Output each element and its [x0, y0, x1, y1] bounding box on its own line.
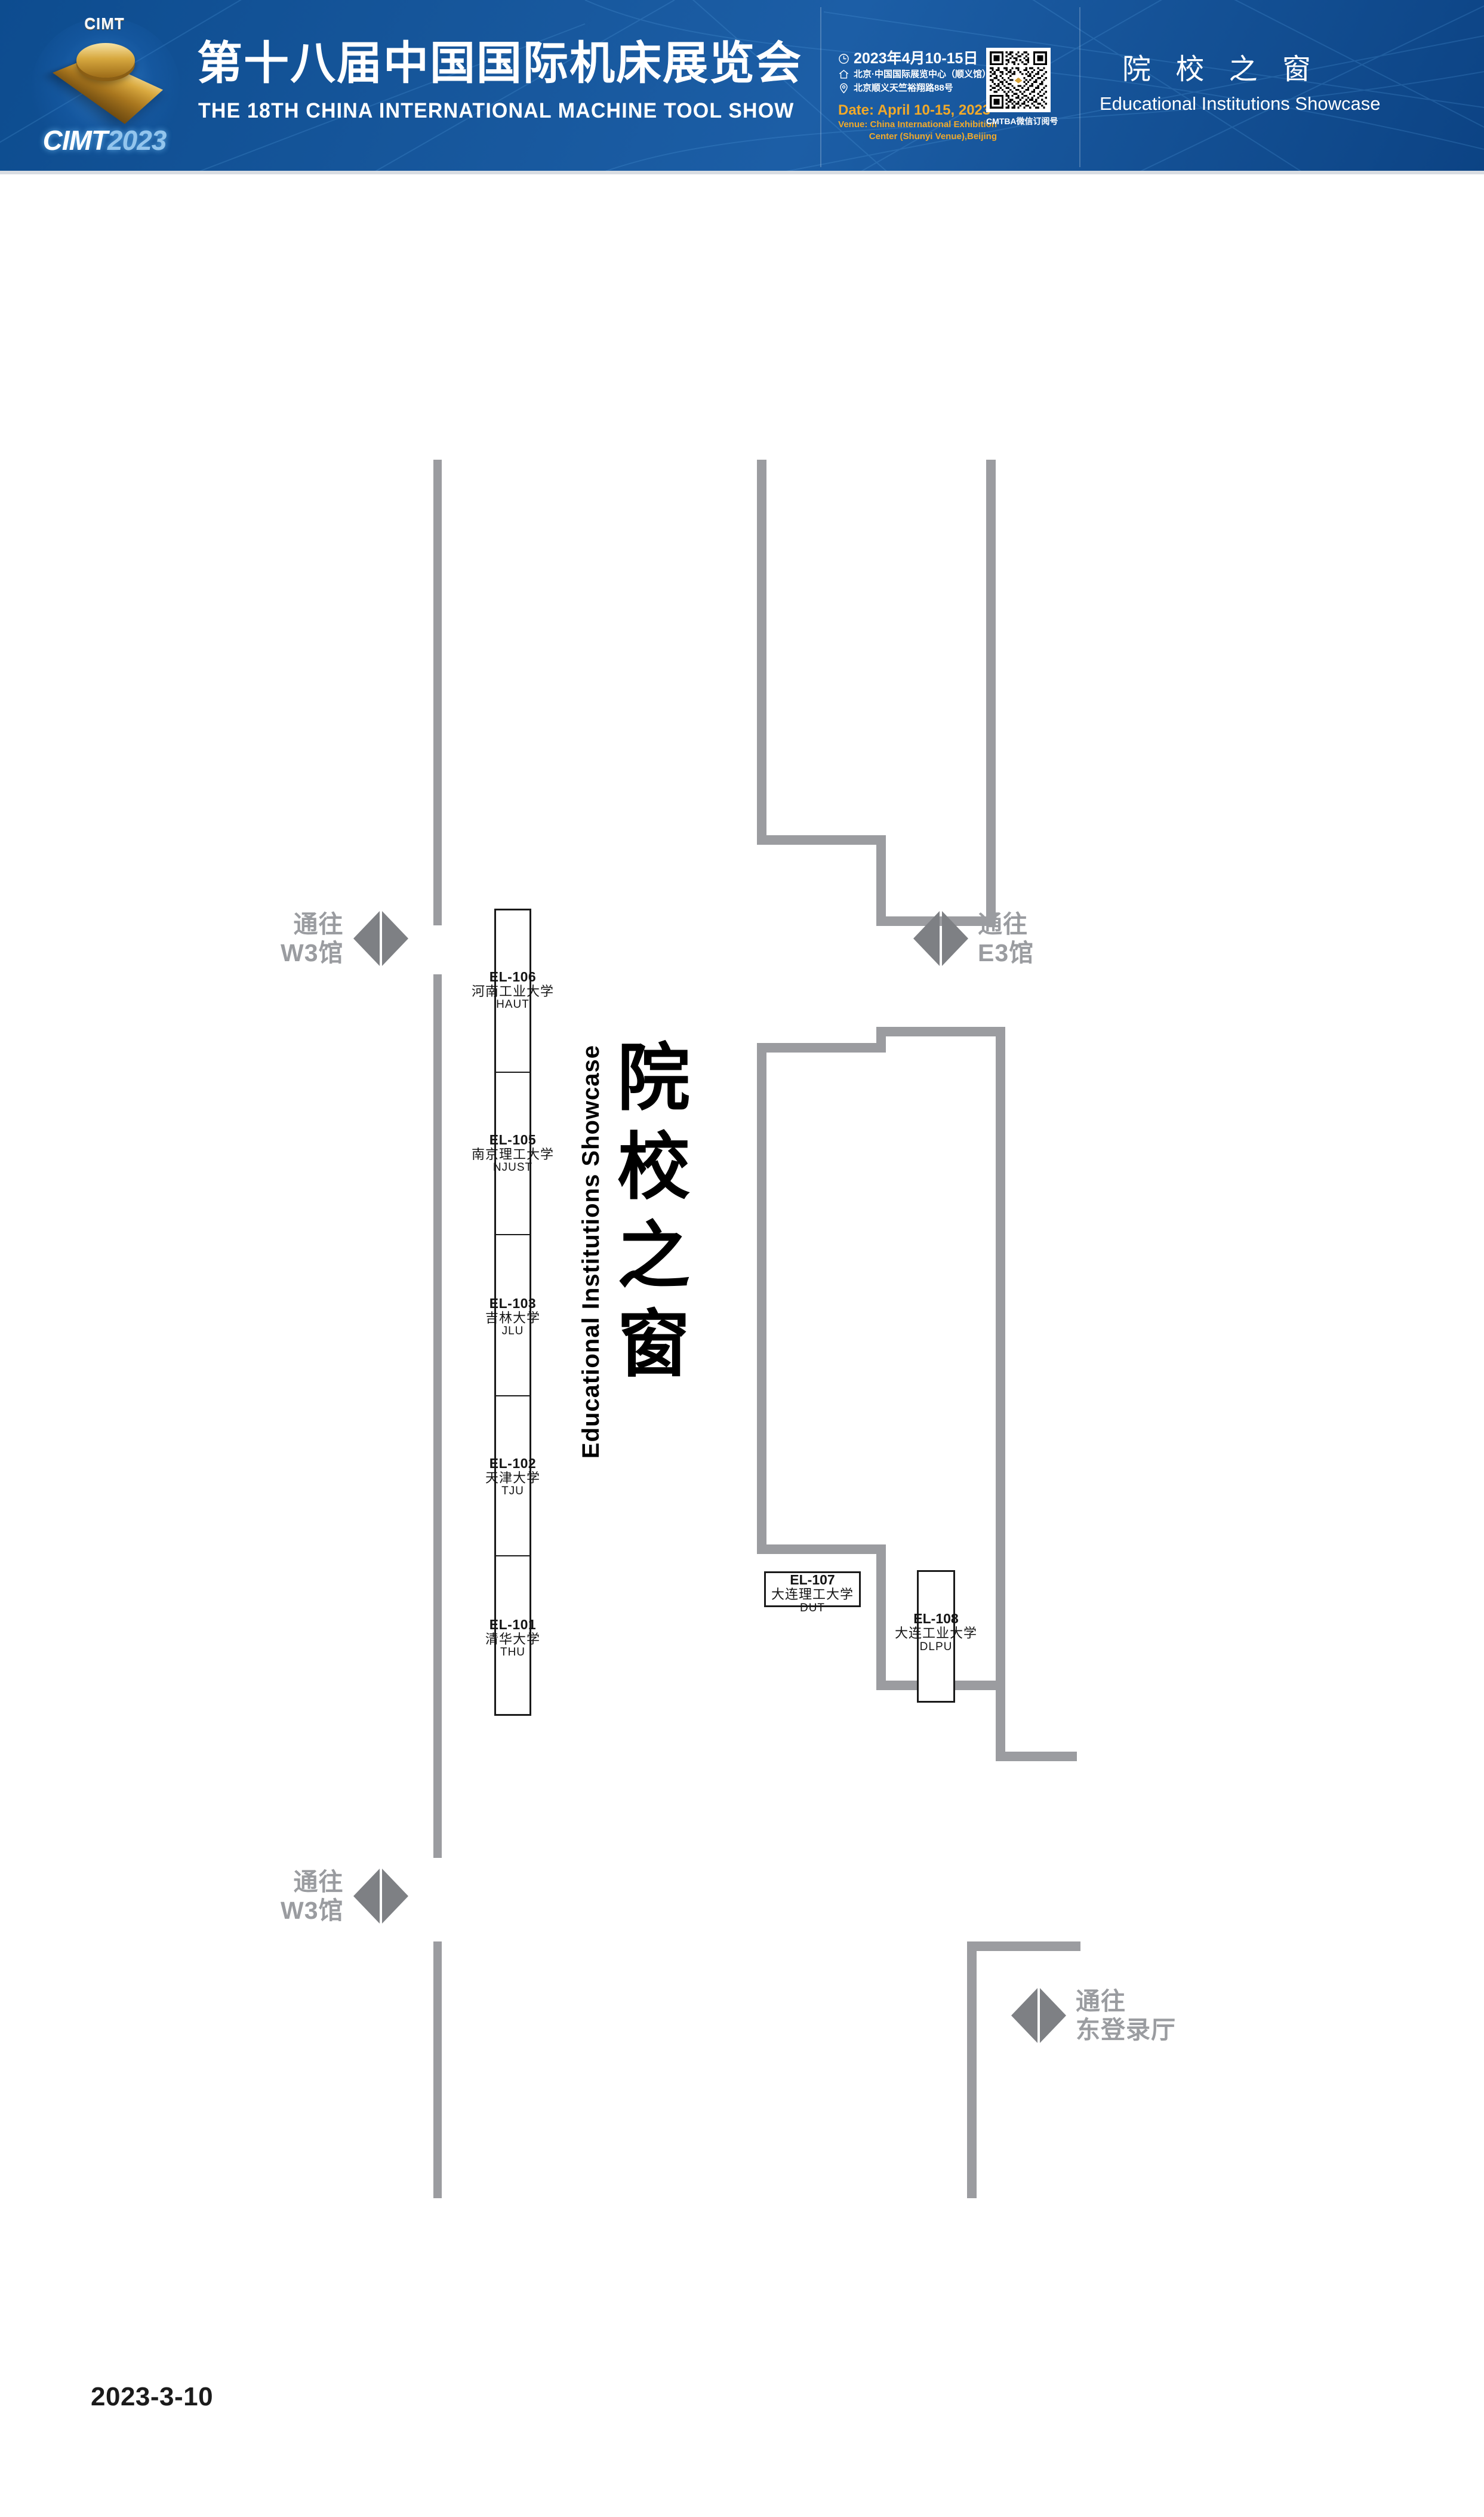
- wall-bottom-right-horizontal: [967, 1941, 1080, 1951]
- booth-name-cn: 大连理工大学: [771, 1587, 854, 1602]
- section-title-cn: 院 校 之 窗: [1122, 54, 1320, 85]
- vtitle-char-2: 校: [617, 1126, 690, 1208]
- wall-hall-left: [757, 1043, 766, 1554]
- direction-east-hall[interactable]: 通往 东登录厅: [1011, 1987, 1176, 2045]
- header-network-decoration: [0, 0, 1484, 174]
- vtitle-char-3: 之: [617, 1215, 690, 1297]
- wall-left-upper: [433, 460, 442, 925]
- booth-cell-el-101[interactable]: [494, 1556, 531, 1719]
- wall-topright-bottom: [757, 835, 886, 845]
- booth-cell-el-106[interactable]: [494, 909, 531, 1073]
- event-venue-cn-row: 北京·中国国际展览中心（顺义馆）: [838, 67, 999, 81]
- show-title-en: THE 18TH CHINA INTERNATIONAL MACHINE TOO…: [198, 99, 795, 122]
- event-date-cn-row: 2023年4月10-15日: [838, 50, 999, 67]
- wechat-qr-block: CMTBA微信订阅号: [986, 48, 1059, 127]
- wall-hall-right: [996, 1027, 1005, 1761]
- booth-abbr: DUT: [799, 1601, 826, 1614]
- wall-hall-bottom-step: [876, 1544, 886, 1690]
- direction-line1: 通往: [1076, 1987, 1126, 2015]
- location-pin-icon: [838, 82, 849, 94]
- map-vertical-title-cn: 院 校 之 窗: [609, 1034, 698, 1389]
- header-divider: [0, 171, 1484, 174]
- booth-abbr: DLPU: [919, 1640, 953, 1653]
- direction-w3-top[interactable]: 通往 W3馆: [281, 910, 408, 968]
- wall-topright-left: [757, 460, 766, 845]
- event-address-cn-row: 北京顺义天竺裕翔路88号: [838, 81, 999, 95]
- event-info-block: 2023年4月10-15日 北京·中国国际展览中心（顺义馆） 北京顺义天竺裕翔路…: [838, 50, 999, 143]
- header-divider-right: [1079, 7, 1080, 167]
- wall-hall-bottom-ledge: [757, 1544, 886, 1554]
- logo-wordmark-text: CIMT: [42, 125, 108, 156]
- direction-w3-bottom[interactable]: 通往 W3馆: [281, 1867, 408, 1925]
- wall-hall-top: [876, 1027, 1005, 1036]
- wall-hall-lower-right: [996, 1752, 1077, 1761]
- plan-revision-date: 2023-3-10: [91, 2382, 214, 2411]
- floor-plan-map: EL-106 河南工业大学 HAUT EL-105 南京理工大学 NJUST E…: [0, 174, 1484, 2517]
- direction-e3-label: 通往 E3馆: [978, 910, 1034, 968]
- qr-code-icon[interactable]: [986, 48, 1051, 112]
- cimt-logo: CIMT CIMT2023: [18, 8, 191, 165]
- qr-caption: CMTBA微信订阅号: [986, 116, 1058, 126]
- event-date-en: Date: April 10-15, 2023: [838, 102, 991, 119]
- home-icon: [838, 69, 849, 80]
- double-arrow-horizontal-icon: [353, 1869, 408, 1924]
- booth-label-el-108: EL-108 大连工业大学 DLPU: [861, 1611, 1011, 1653]
- logo-badge-text: CIMT: [84, 15, 125, 33]
- event-date-cn: 2023年4月10-15日: [854, 50, 978, 67]
- booth-cell-el-103[interactable]: [494, 1235, 531, 1396]
- wall-topright-step: [876, 835, 886, 926]
- direction-line1: 通往: [293, 1868, 344, 1896]
- direction-line2: W3馆: [281, 1897, 344, 1925]
- clock-icon: [838, 53, 849, 64]
- direction-line1: 通往: [293, 910, 344, 938]
- event-venue-en-line2: Center (Shunyi Venue),Beijing: [869, 131, 997, 141]
- double-arrow-horizontal-icon: [913, 911, 968, 967]
- direction-line2: E3馆: [978, 939, 1035, 967]
- direction-line1: 通往: [978, 910, 1028, 938]
- logo-wordmark-year: 2023: [107, 125, 167, 156]
- direction-w3-top-label: 通往 W3馆: [281, 910, 344, 968]
- map-vertical-title-en: Educational Institutions Showcase: [578, 1045, 604, 1459]
- vtitle-char-1: 院: [617, 1038, 690, 1119]
- double-arrow-horizontal-icon: [353, 911, 408, 967]
- header-divider-left: [820, 7, 821, 167]
- booth-code: EL-108: [913, 1611, 959, 1626]
- booth-el-108[interactable]: [917, 1570, 955, 1703]
- booth-code: EL-107: [790, 1572, 835, 1587]
- event-venue-cn: 北京·中国国际展览中心（顺义馆）: [854, 69, 991, 79]
- wall-bottom-right-vertical: [967, 1941, 977, 2198]
- wall-topright-right: [986, 460, 996, 926]
- show-title-cn: 第十八届中国国际机床展览会: [197, 38, 802, 89]
- logo-wordmark: CIMT2023: [18, 124, 191, 156]
- booth-column-el10x: [494, 909, 531, 1716]
- section-title-en: Educational Institutions Showcase: [1100, 93, 1381, 114]
- wall-left-middle: [433, 974, 442, 1858]
- cimt-puck-icon: [76, 43, 135, 78]
- wall-left-lower: [433, 1941, 442, 2198]
- direction-e3[interactable]: 通往 E3馆: [913, 910, 1034, 968]
- wall-hall-left-ledge-top: [757, 1043, 886, 1053]
- booth-label-el-107: EL-107 大连理工大学 DUT: [737, 1573, 888, 1614]
- vtitle-char-4: 窗: [617, 1304, 690, 1386]
- booth-el-107[interactable]: [764, 1571, 861, 1607]
- direction-line2: 东登录厅: [1076, 2016, 1176, 2044]
- page-header: CIMT CIMT2023 第十八届中国国际机床展览会 THE 18TH CHI…: [0, 0, 1484, 174]
- direction-line2: W3馆: [281, 939, 344, 967]
- double-arrow-horizontal-icon: [1011, 1988, 1066, 2044]
- booth-cell-el-105[interactable]: [494, 1073, 531, 1235]
- direction-east-hall-label: 通往 东登录厅: [1076, 1987, 1176, 2045]
- booth-cell-el-102[interactable]: [494, 1396, 531, 1556]
- booth-name-cn: 大连工业大学: [894, 1626, 977, 1641]
- direction-w3-bottom-label: 通往 W3馆: [281, 1867, 344, 1925]
- event-venue-en-line1: Venue: China International Exhibition: [838, 119, 997, 130]
- event-address-cn: 北京顺义天竺裕翔路88号: [854, 83, 953, 93]
